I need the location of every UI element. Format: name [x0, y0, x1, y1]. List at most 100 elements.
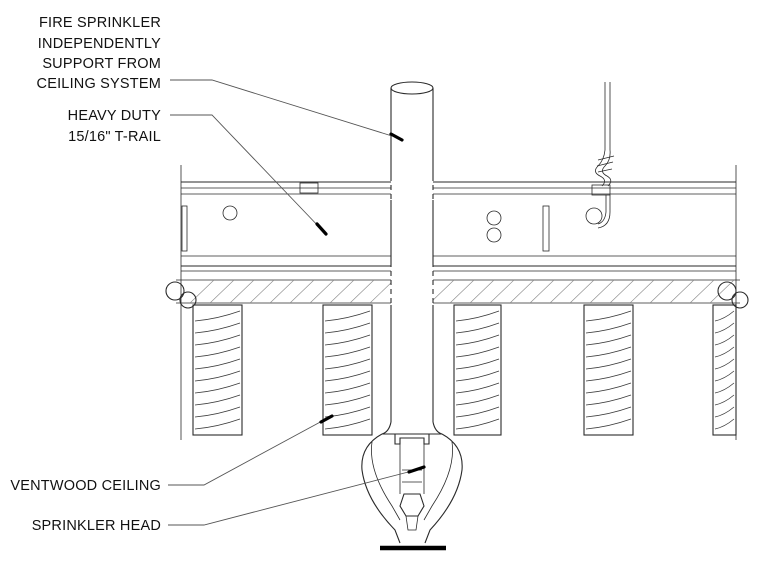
rail-hole	[486, 227, 502, 243]
grain-line	[194, 406, 241, 418]
grain-line	[194, 370, 241, 382]
callout-line: 15/16" T-RAIL	[68, 129, 161, 145]
rail-slot	[299, 182, 319, 194]
callout-sprinkler-support: FIRE SPRINKLER INDEPENDENTLY SUPPORT FRO…	[37, 15, 161, 92]
grain-line	[455, 334, 500, 346]
hatch-line	[369, 279, 395, 304]
ventwood-slat	[192, 304, 243, 436]
hatch-line	[349, 279, 375, 304]
grain-line	[455, 370, 500, 382]
hatch-line	[269, 279, 295, 304]
t-rail-flange	[165, 279, 749, 309]
hatch-line	[689, 279, 715, 304]
grain-line	[324, 382, 371, 394]
wood-grain	[194, 310, 735, 430]
hatch-line	[649, 279, 675, 304]
grain-line	[585, 394, 632, 406]
hatch-line	[669, 279, 695, 304]
rail-hole	[486, 210, 502, 226]
grain-line	[455, 382, 500, 394]
ventwood-slat	[322, 304, 373, 436]
grain-line	[194, 418, 241, 430]
grain-line	[194, 394, 241, 406]
callout-line: VENTWOOD CEILING	[10, 478, 161, 494]
callout-line: FIRE SPRINKLER	[39, 15, 161, 31]
grain-line	[455, 406, 500, 418]
hatch-line	[549, 279, 575, 304]
ventwood-slat	[453, 304, 502, 436]
ventwood-slat	[583, 304, 634, 436]
grain-line	[324, 394, 371, 406]
callout-line: HEAVY DUTY	[68, 108, 161, 124]
callout-line: SUPPORT FROM	[42, 56, 161, 72]
hatch-line	[489, 279, 515, 304]
flange-bulb-right	[717, 281, 737, 301]
hatch-line	[569, 279, 595, 304]
grain-line	[714, 370, 735, 382]
hatch-line	[429, 279, 455, 304]
hatch-line	[449, 279, 475, 304]
rail-slot	[181, 205, 188, 252]
ventwood-slats	[192, 304, 737, 436]
flange-bulb-right	[731, 291, 749, 309]
grain-line	[585, 382, 632, 394]
hatch-line	[329, 279, 355, 304]
flange-bulb-left	[179, 291, 197, 309]
hatch-line	[589, 279, 615, 304]
leader-sprinkler-head	[168, 469, 417, 526]
grain-line	[714, 334, 735, 346]
grain-line	[194, 334, 241, 346]
leader-t-rail	[170, 114, 323, 231]
hatch-line	[209, 279, 235, 304]
leaders	[168, 79, 426, 526]
grain-line	[714, 406, 735, 418]
grain-line	[714, 346, 735, 358]
grain-line	[455, 358, 500, 370]
rail-hole	[585, 207, 603, 225]
hatch-line	[629, 279, 655, 304]
grain-line	[455, 394, 500, 406]
rail-hole	[222, 205, 238, 221]
grain-line	[455, 310, 500, 322]
callout-t-rail: HEAVY DUTY 15/16" T-RAIL	[68, 108, 161, 145]
grain-line	[585, 310, 632, 322]
grain-line	[455, 322, 500, 334]
grain-line	[585, 334, 632, 346]
hanger-wire	[595, 82, 615, 229]
grain-line	[194, 382, 241, 394]
grain-line	[194, 310, 241, 322]
grain-line	[324, 334, 371, 346]
flange-hatch	[189, 279, 735, 304]
grain-line	[194, 358, 241, 370]
grain-line	[455, 418, 500, 430]
hatch-line	[529, 279, 555, 304]
grain-line	[324, 322, 371, 334]
hatch-line	[229, 279, 255, 304]
grain-line	[324, 370, 371, 382]
hatch-line	[289, 279, 315, 304]
callout-line: SPRINKLER HEAD	[32, 518, 161, 534]
callout-sprinkler-head: SPRINKLER HEAD	[32, 518, 161, 534]
grain-line	[324, 346, 371, 358]
grain-line	[585, 370, 632, 382]
grain-line	[585, 418, 632, 430]
sprinkler-head-graphic	[361, 433, 463, 551]
grain-line	[714, 310, 735, 322]
grain-line	[714, 358, 735, 370]
grain-line	[585, 322, 632, 334]
hatch-line	[709, 279, 735, 304]
grain-line	[324, 310, 371, 322]
grain-line	[585, 346, 632, 358]
grain-line	[194, 346, 241, 358]
grain-line	[194, 322, 241, 334]
hatch-line	[469, 279, 495, 304]
rail-slot	[542, 205, 550, 252]
callout-ventwood: VENTWOOD CEILING	[10, 478, 161, 494]
grain-line	[714, 418, 735, 430]
hatch-line	[189, 279, 215, 304]
t-rail	[180, 165, 737, 305]
sprinkler-pipe	[381, 81, 443, 436]
grain-line	[455, 346, 500, 358]
